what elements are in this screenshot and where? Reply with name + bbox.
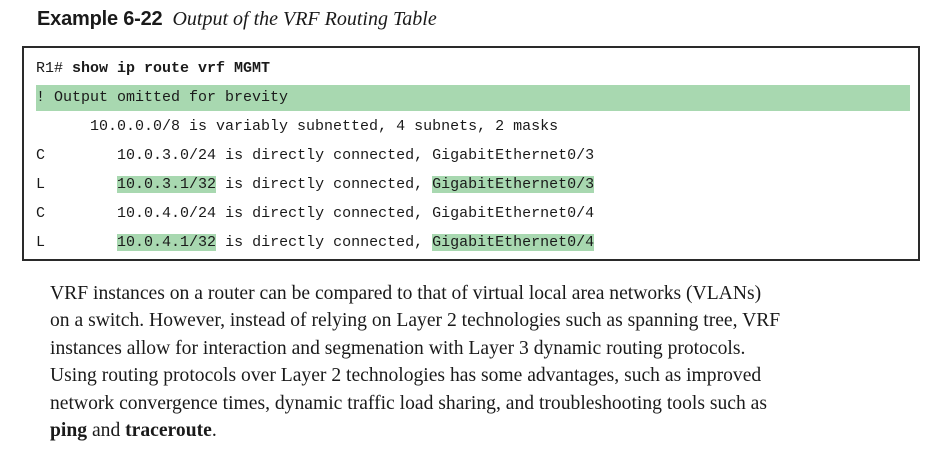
comment-text: ! Output omitted for brevity: [36, 89, 289, 106]
route-prefix: 10.0.3.0/24: [117, 147, 217, 164]
code-listing: R1# show ip route vrf MGMT ! Output omit…: [22, 46, 920, 261]
route-code: C: [36, 205, 46, 222]
route-interface: GigabitEthernet0/3: [432, 147, 595, 164]
route-prefix: 10.0.4.0/24: [117, 205, 217, 222]
route-prefix-highlighted: 10.0.3.1/32: [117, 176, 217, 193]
traceroute-term: traceroute: [125, 419, 212, 441]
paragraph-line: on a switch. However, instead of relying…: [50, 310, 781, 332]
summary-indent: [36, 118, 90, 135]
paragraph-line: network convergence times, dynamic traff…: [50, 392, 767, 414]
route-code: L: [36, 176, 46, 193]
cli-prompt: R1#: [36, 60, 73, 77]
route-prefix-highlighted: 10.0.4.1/32: [117, 234, 217, 251]
route-row: L 10.0.4.1/32 is directly connected, Gig…: [36, 230, 595, 256]
route-middle: is directly connected,: [216, 234, 433, 251]
route-interface-highlighted: GigabitEthernet0/4: [432, 234, 595, 251]
route-middle: is directly connected,: [216, 176, 433, 193]
conjunction: and: [87, 419, 126, 441]
cli-command: show ip route vrf MGMT: [72, 60, 271, 77]
paragraph-line: VRF instances on a router can be compare…: [50, 283, 762, 304]
route-row: C 10.0.3.0/24 is directly connected, Gig…: [36, 143, 594, 169]
route-row: C 10.0.4.0/24 is directly connected, Gig…: [36, 201, 594, 227]
route-code: L: [36, 234, 46, 251]
summary-text: 10.0.0.0/8 is variably subnetted, 4 subn…: [90, 118, 559, 135]
route-interface: GigabitEthernet0/4: [432, 205, 595, 222]
command-line: R1# show ip route vrf MGMT: [36, 56, 270, 82]
paragraph-line: Using routing protocols over Layer 2 tec…: [50, 365, 762, 387]
route-middle: is directly connected,: [216, 205, 433, 222]
route-interface-highlighted: GigabitEthernet0/3: [432, 176, 595, 193]
subnet-summary: 10.0.0.0/8 is variably subnetted, 4 subn…: [36, 114, 558, 140]
example-title: Output of the VRF Routing Table: [172, 8, 437, 30]
body-paragraph: VRF instances on a router can be compare…: [50, 280, 930, 444]
ping-term: ping: [50, 419, 88, 441]
route-code: C: [36, 147, 46, 164]
paragraph-line: instances allow for interaction and segm…: [50, 337, 746, 359]
example-caption: Example 6-22 Output of the VRF Routing Ta…: [37, 6, 437, 32]
paragraph-line-last: ping and traceroute.: [50, 417, 930, 444]
output-comment: ! Output omitted for brevity: [36, 85, 910, 111]
example-number: Example 6-22: [37, 8, 163, 30]
route-middle: is directly connected,: [216, 147, 433, 164]
route-row: L 10.0.3.1/32 is directly connected, Gig…: [36, 172, 595, 198]
period: .: [211, 419, 217, 441]
